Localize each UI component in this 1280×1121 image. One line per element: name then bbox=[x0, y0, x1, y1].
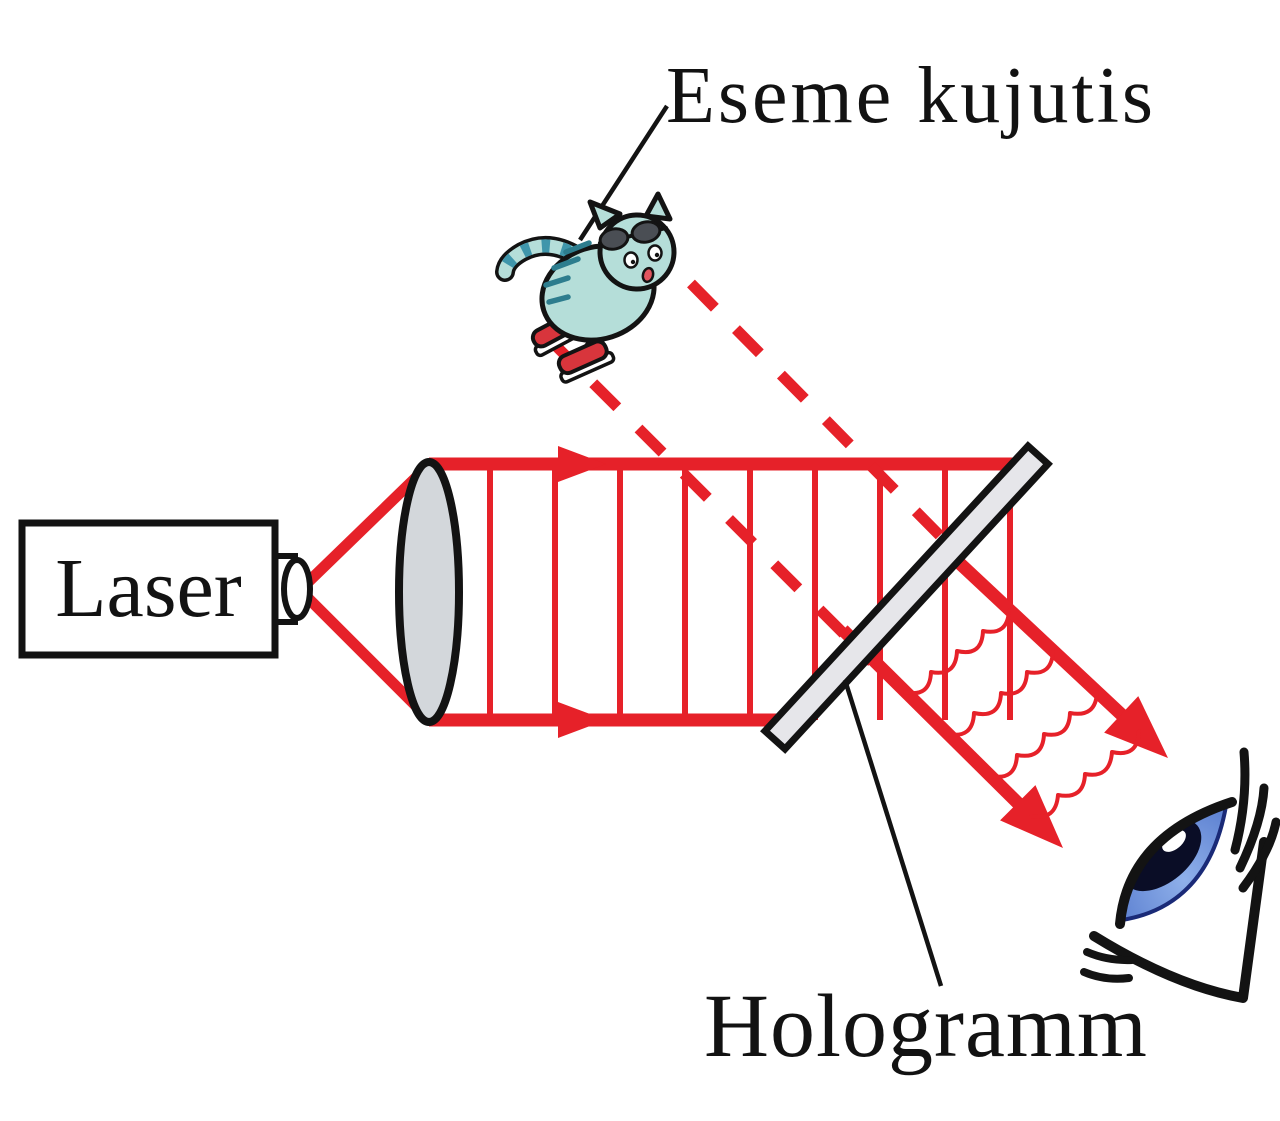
cat-stripes bbox=[543, 240, 592, 305]
beam-expander-lens bbox=[395, 458, 463, 726]
object-image-label: Eseme kujutis bbox=[666, 52, 1157, 140]
cat-figure bbox=[495, 191, 677, 384]
cat-mouth bbox=[641, 266, 655, 284]
beam-arrow-top bbox=[558, 446, 606, 482]
cat-shoe-front bbox=[556, 339, 616, 384]
cat-ear-right bbox=[643, 191, 673, 222]
reconstructed-beams bbox=[838, 538, 1168, 848]
cat-ear-left bbox=[587, 199, 623, 231]
hologram-plate bbox=[760, 441, 1053, 754]
laser-label: Laser bbox=[55, 542, 242, 635]
dashed-ray-upper bbox=[642, 234, 964, 560]
beam-arrow-bottom bbox=[558, 702, 606, 738]
cat-face bbox=[623, 244, 663, 284]
object-image-rays-dashed bbox=[544, 234, 964, 666]
hologram-label: Hologramm bbox=[704, 977, 1148, 1076]
diffracted-ray-bottom bbox=[838, 625, 1040, 825]
eye-lower-lashes bbox=[1080, 948, 1136, 983]
observer-eye bbox=[1080, 747, 1280, 1003]
laser-box bbox=[18, 519, 313, 659]
eye-highlight bbox=[1162, 830, 1186, 852]
diffracted-ray-top bbox=[933, 538, 1144, 736]
eye-upper-lid bbox=[1115, 797, 1237, 929]
laser-aperture bbox=[281, 557, 313, 621]
curved-wavefronts bbox=[903, 608, 1141, 819]
cat-sunglasses bbox=[598, 220, 668, 251]
eye-outline-corner bbox=[1089, 837, 1269, 1003]
laser-housing bbox=[18, 519, 279, 659]
leader-line-hologram-label bbox=[842, 679, 944, 987]
diffracted-arrow-top bbox=[1104, 696, 1168, 758]
dashed-ray-lower bbox=[544, 334, 876, 666]
eye-upper-lashes bbox=[1230, 747, 1280, 893]
